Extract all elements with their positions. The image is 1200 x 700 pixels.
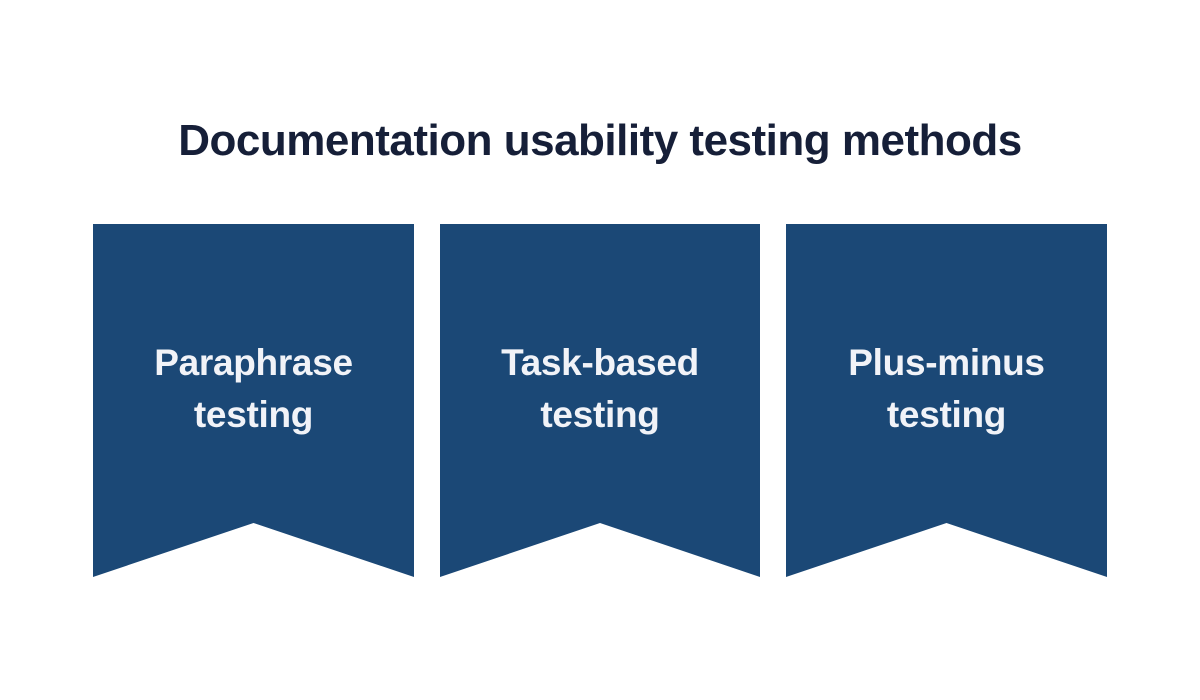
banner-label: Task-based testing xyxy=(501,342,699,435)
page-title: Documentation usability testing methods xyxy=(178,116,1022,165)
banner-label: Plus-minus testing xyxy=(848,342,1045,435)
banner-label: Paraphrase testing xyxy=(154,342,353,435)
banner-task-based-testing: Task-based testing xyxy=(440,224,760,577)
banner-plus-minus-testing: Plus-minus testing xyxy=(786,224,1107,577)
banner-paraphrase-testing: Paraphrase testing xyxy=(93,224,414,577)
